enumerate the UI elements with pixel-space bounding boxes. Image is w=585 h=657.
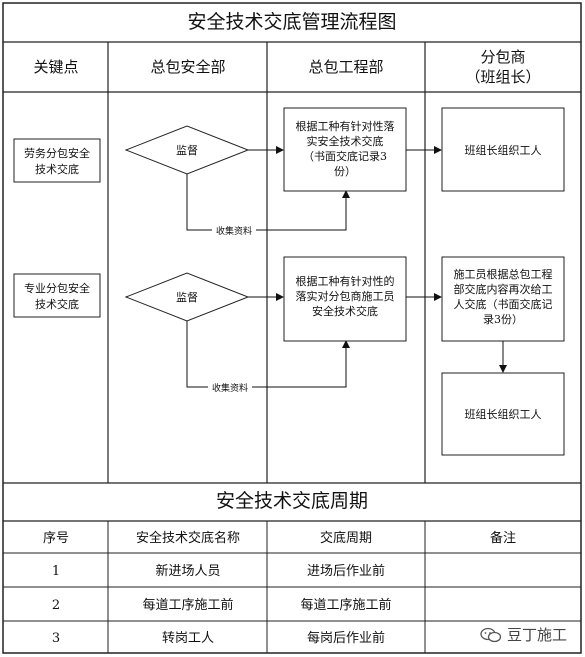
schedule-header-name: 安全技术交底名称 (136, 530, 240, 546)
keypoint-box-specialty (13, 273, 101, 318)
eng-box1-line4: 份） (334, 165, 356, 178)
eng-box2-line2: 落实对分包商施工员 (296, 289, 395, 303)
collect-line-2 (186, 321, 350, 388)
eng-box1-line2: 实安全技术交底 (307, 134, 384, 148)
schedule-row1-no: 1 (52, 564, 60, 579)
schedule-row3-period: 每岗后作业前 (307, 630, 385, 646)
collect-label-bg-1 (212, 224, 256, 236)
sub-process-box-3 (441, 372, 565, 456)
keypoint-specialty-line2: 技术交底 (35, 297, 79, 311)
collect-label-2: 收集资料 (212, 382, 248, 394)
collect-label-1: 收集资料 (216, 225, 252, 237)
schedule-header-period: 交底周期 (320, 530, 372, 546)
eng-process-box-2 (283, 256, 407, 342)
watermark-text: 豆丁施工 (506, 626, 567, 644)
schedule-row3-name: 转岗工人 (162, 631, 214, 646)
eng-box2-line3: 安全技术交底 (312, 304, 378, 318)
sub-box2-line3: 人交底（书面交底记 (454, 297, 553, 311)
decision-label-1: 监督 (176, 143, 198, 157)
eng-box1-line3: （书面交底记录3 (303, 149, 387, 163)
column-header-team-leader: （班组长） (465, 68, 540, 86)
wechat-icon (480, 627, 502, 642)
column-header-engineering-dept: 总包工程部 (308, 58, 383, 76)
schedule-row3-no: 3 (52, 631, 60, 646)
column-header-safety-dept: 总包安全部 (150, 58, 225, 76)
schedule-row1-name: 新进场人员 (155, 563, 220, 579)
watermark: 豆丁施工 (480, 624, 567, 645)
schedule-row2-no: 2 (52, 598, 60, 613)
sub-process-box-1 (441, 107, 565, 192)
sub-box3-text: 班组长组织工人 (465, 407, 542, 421)
eng-box2-line1: 根据工种有针对性的 (296, 274, 395, 288)
eng-process-box-1 (283, 107, 407, 192)
keypoint-labor-line2: 技术交底 (35, 162, 79, 176)
sub-box1-text: 班组长组织工人 (465, 143, 542, 157)
collect-label-bg-2 (208, 381, 252, 393)
schedule-header-no: 序号 (43, 531, 69, 546)
schedule-title: 安全技术交底周期 (216, 490, 368, 512)
sub-box2-line1: 施工员根据总包工程 (454, 267, 553, 281)
eng-box1-line1: 根据工种有针对性落 (296, 119, 395, 133)
schedule-row2-period: 每道工序施工前 (300, 597, 391, 613)
keypoint-labor-line1: 劳务分包安全 (24, 146, 90, 160)
sub-box2-line2: 部交底内容再次给工 (454, 282, 553, 296)
decision-label-2: 监督 (176, 290, 198, 304)
keypoint-specialty-line1: 专业分包安全 (24, 281, 90, 295)
sub-box2-line4: 录3份） (483, 313, 523, 326)
column-header-keypoint: 关键点 (33, 58, 78, 76)
collect-line-1 (186, 174, 350, 231)
flow-title: 安全技术交底管理流程图 (187, 11, 396, 33)
keypoint-box-labor (13, 138, 101, 183)
schedule-row1-period: 进场后作业前 (307, 563, 385, 579)
schedule-row2-name: 每道工序施工前 (142, 597, 233, 613)
column-header-subcontractor: 分包商 (480, 48, 525, 66)
schedule-header-remark: 备注 (490, 530, 516, 546)
